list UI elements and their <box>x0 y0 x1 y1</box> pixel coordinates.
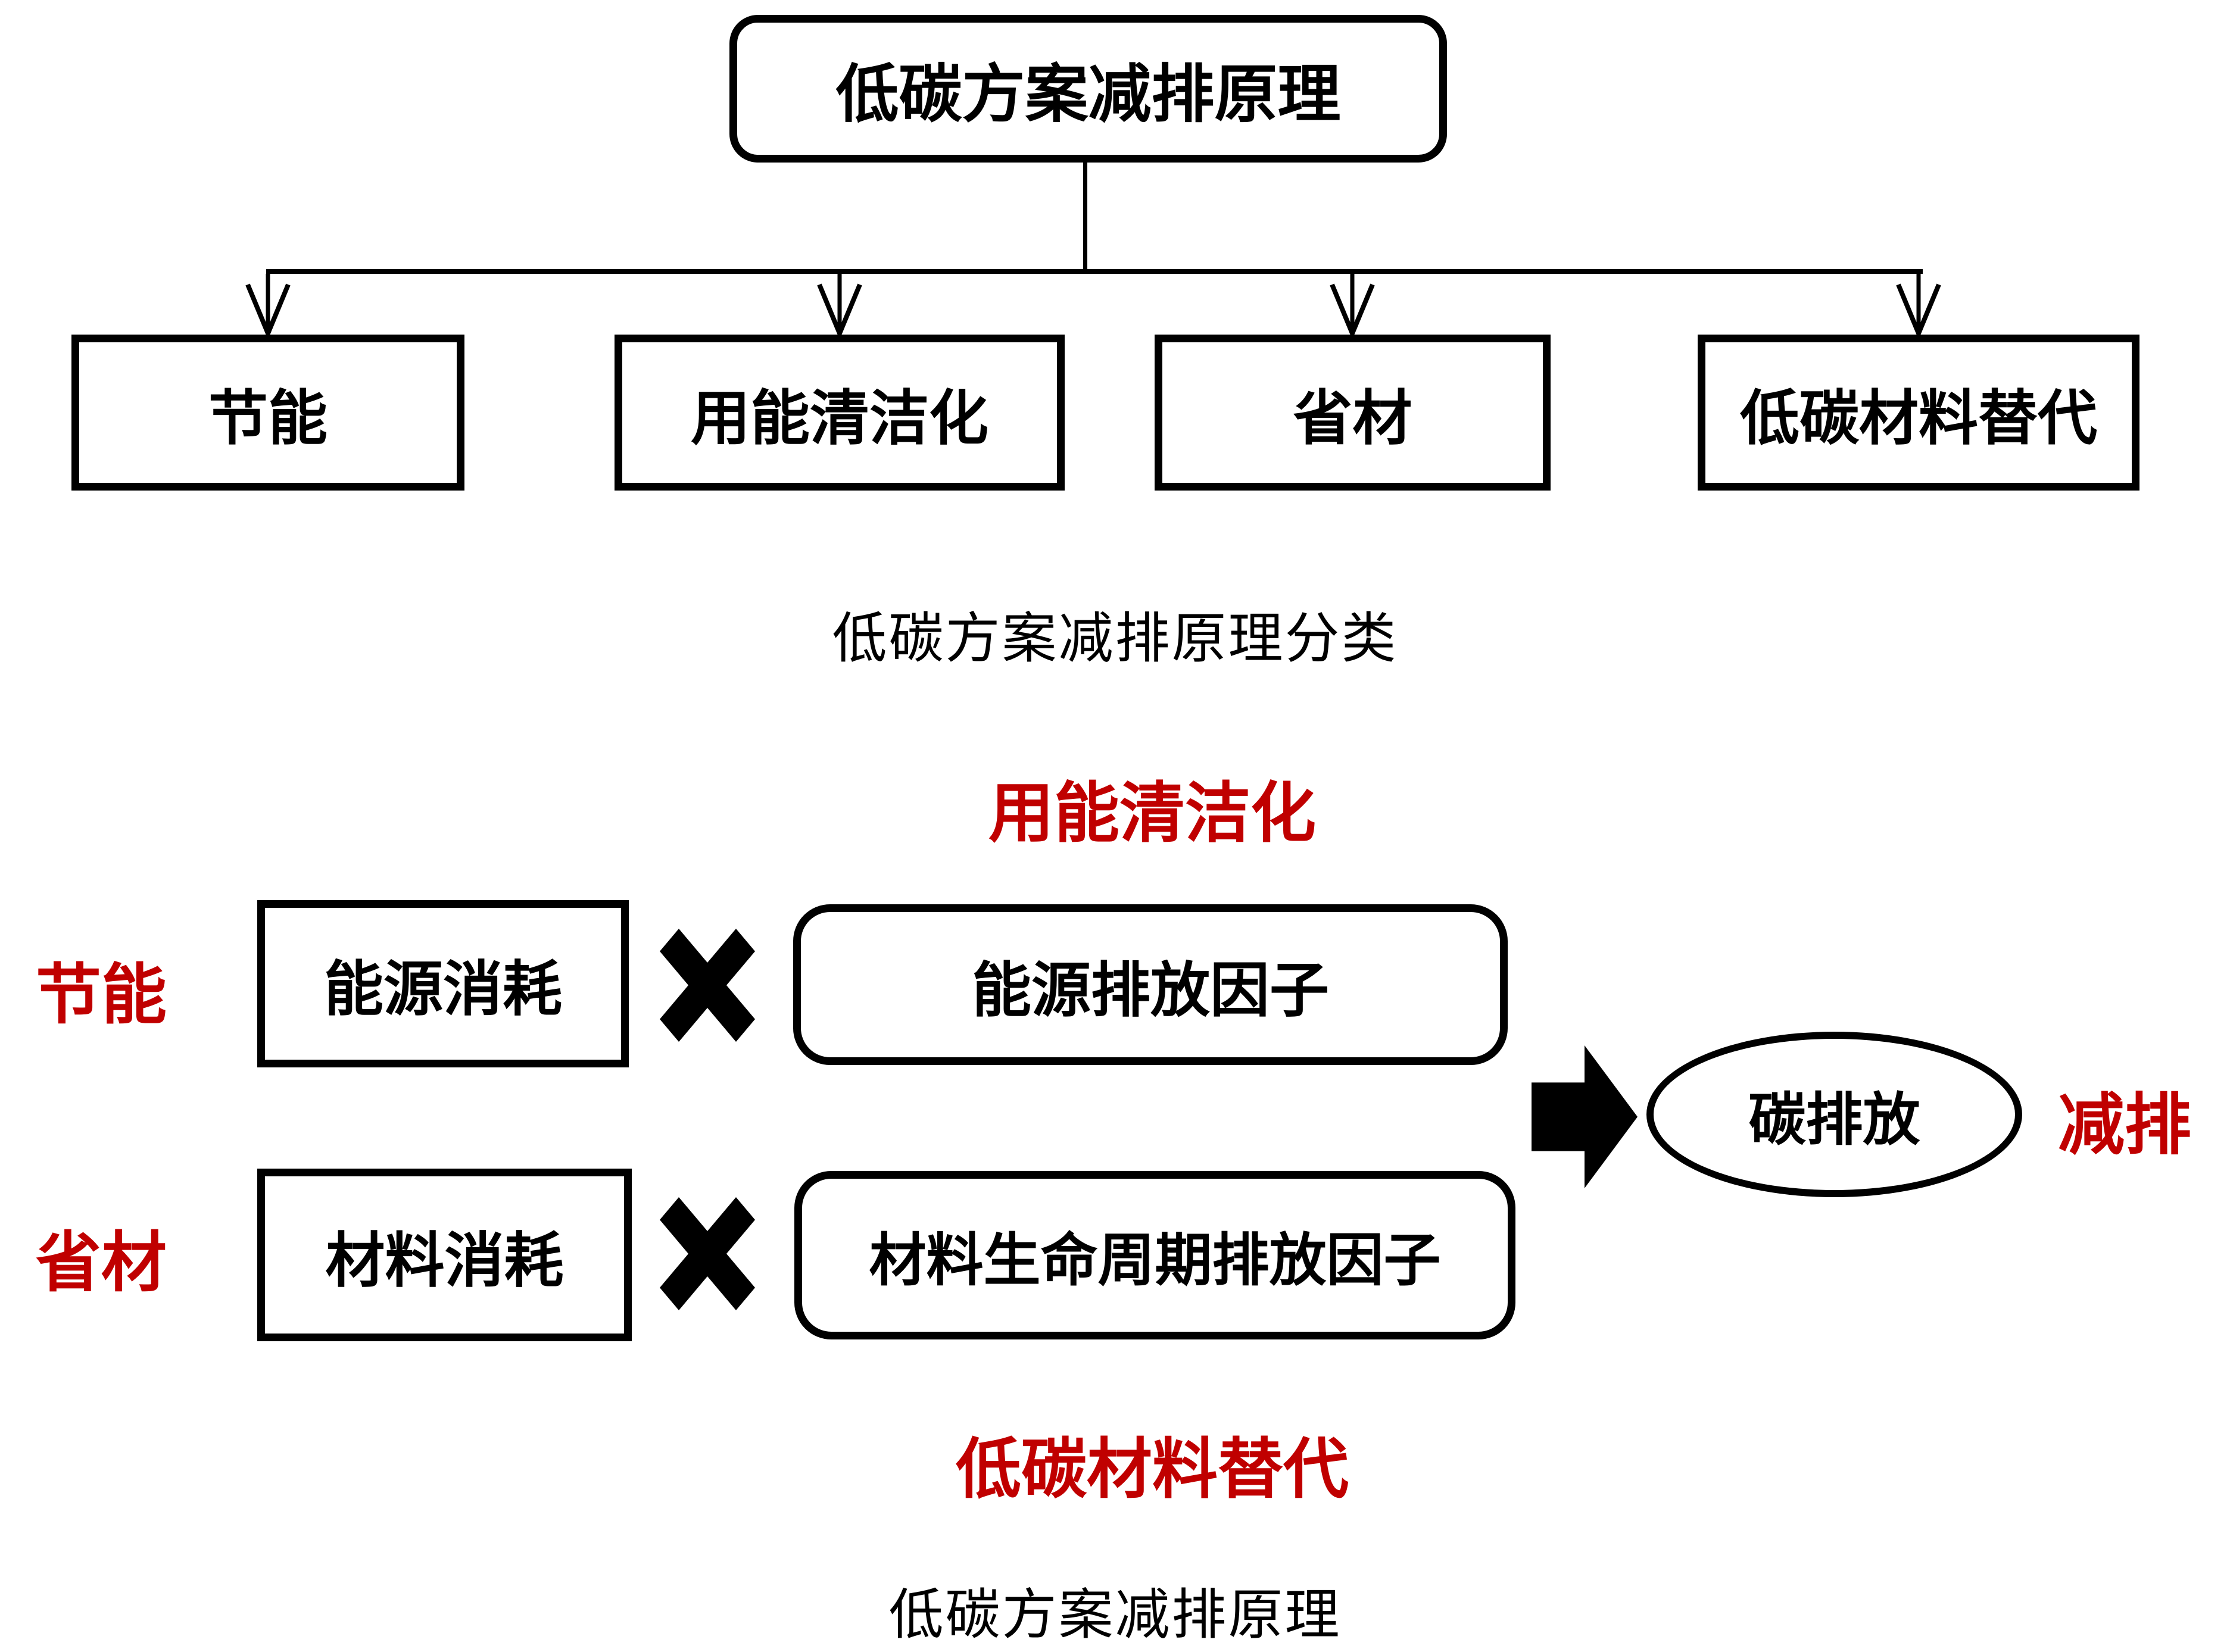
branch-connector-line <box>266 269 1923 274</box>
root-box-label: 低碳方案减排原理 <box>835 60 1341 130</box>
label-clean-energy: 用能清洁化 <box>988 776 1316 850</box>
root-connector-line <box>1083 160 1087 273</box>
ellipse-label: 碳排放 <box>1748 1088 1920 1152</box>
label-material-saving: 省材 <box>36 1226 167 1300</box>
child-box-clean-energy: 用能清洁化 <box>615 335 1065 491</box>
down-arrow-icon <box>817 274 862 336</box>
diagram1-caption: 低碳方案减排原理分类 <box>832 608 1398 669</box>
root-box: 低碳方案减排原理 <box>729 15 1447 163</box>
child-box-material-saving: 省材 <box>1155 335 1551 491</box>
child-box-label: 低碳材料替代 <box>1740 385 2097 452</box>
down-arrow-icon <box>245 274 291 336</box>
child-box-label: 用能清洁化 <box>691 385 988 452</box>
box-label: 材料生命周期排放因子 <box>869 1229 1441 1292</box>
box-label: 能源消耗 <box>324 956 562 1023</box>
down-arrow-icon <box>1330 274 1375 336</box>
diagram2-caption: 低碳方案减排原理 <box>888 1585 1342 1645</box>
multiply-icon <box>660 1197 755 1310</box>
block-arrow-right-icon <box>1532 1045 1638 1188</box>
child-box-low-carbon-material: 低碳材料替代 <box>1698 335 2139 491</box>
child-box-energy-saving: 节能 <box>71 335 464 491</box>
ellipse-carbon-emission: 碳排放 <box>1646 1032 2022 1197</box>
box-energy-consumption: 能源消耗 <box>257 900 629 1067</box>
box-label: 材料消耗 <box>325 1227 564 1294</box>
label-energy-saving: 节能 <box>36 958 167 1032</box>
box-energy-emission-factor: 能源排放因子 <box>793 904 1508 1065</box>
box-material-lifecycle-emission-factor: 材料生命周期排放因子 <box>794 1171 1515 1339</box>
box-label: 能源排放因子 <box>972 957 1329 1024</box>
box-material-consumption: 材料消耗 <box>257 1169 632 1341</box>
down-arrow-icon <box>1896 274 1941 336</box>
child-box-label: 节能 <box>208 385 328 452</box>
multiply-icon <box>660 929 755 1042</box>
label-low-carbon-material: 低碳材料替代 <box>956 1433 1349 1506</box>
label-emission-reduction: 减排 <box>2058 1088 2191 1162</box>
child-box-label: 省材 <box>1293 385 1412 452</box>
